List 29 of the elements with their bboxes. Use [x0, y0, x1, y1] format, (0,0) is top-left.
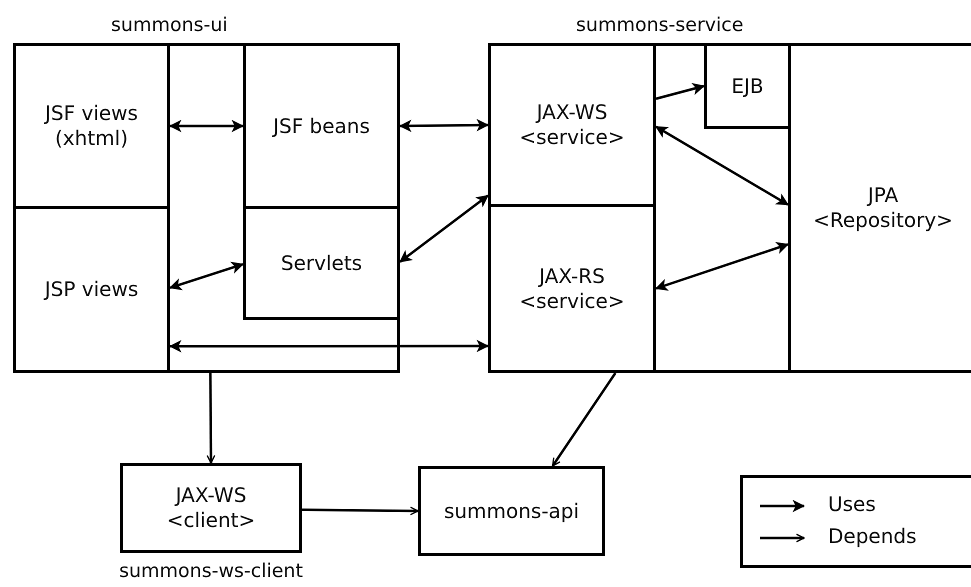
component-label: EJB: [731, 74, 764, 98]
arrow: [399, 194, 489, 263]
component-label: JSF views (xhtml): [43, 101, 139, 151]
component-label: summons-api: [444, 498, 580, 524]
component-box: [704, 43, 791, 129]
arrow: [655, 242, 789, 291]
component-label: Servlets: [280, 250, 362, 276]
arrow: [169, 262, 244, 290]
module-title: summons-ws-client: [119, 560, 303, 582]
legend-label: Depends: [828, 524, 916, 548]
module-title: summons-service: [576, 14, 744, 36]
arrow: [302, 506, 419, 516]
arrow: [168, 120, 244, 132]
arrow: [206, 373, 216, 464]
arrow: [168, 340, 490, 353]
module-title: summons-ui: [111, 14, 228, 36]
component-label: JAX-WS <client>: [166, 483, 256, 533]
arrow: [656, 82, 705, 100]
arrow: [552, 372, 616, 467]
component-box: [418, 466, 605, 556]
legend-label: Uses: [828, 492, 876, 516]
arrow: [655, 126, 789, 206]
component-label: JPA <Repository>: [812, 183, 954, 233]
component-label: JSF beans: [273, 114, 370, 138]
arrow: [398, 118, 490, 132]
component-label: JAX-RS <service>: [518, 264, 626, 314]
component-label: JAX-WS <service>: [518, 100, 626, 150]
component-box: [243, 206, 400, 320]
component-label: JSP views: [44, 277, 138, 302]
